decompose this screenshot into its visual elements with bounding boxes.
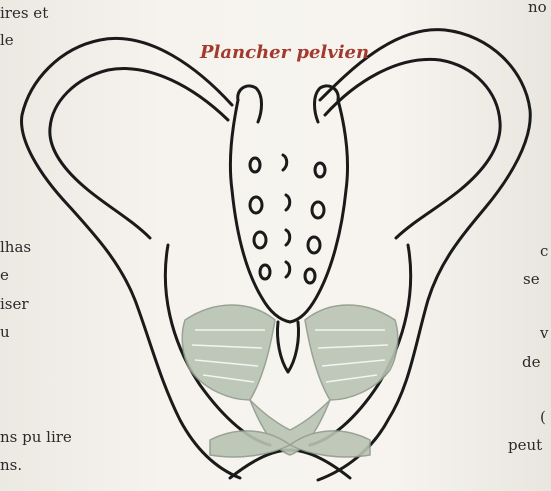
coccyx xyxy=(277,322,298,372)
pelvic-floor-muscles xyxy=(182,305,397,457)
left-iliac-crest xyxy=(22,38,240,478)
right-iliac-crest xyxy=(318,30,530,480)
sacrum xyxy=(230,100,347,322)
right-ilium-inner xyxy=(325,59,500,238)
illustration-caption: Plancher pelvien xyxy=(200,42,369,63)
sacral-ala-left xyxy=(238,86,262,122)
